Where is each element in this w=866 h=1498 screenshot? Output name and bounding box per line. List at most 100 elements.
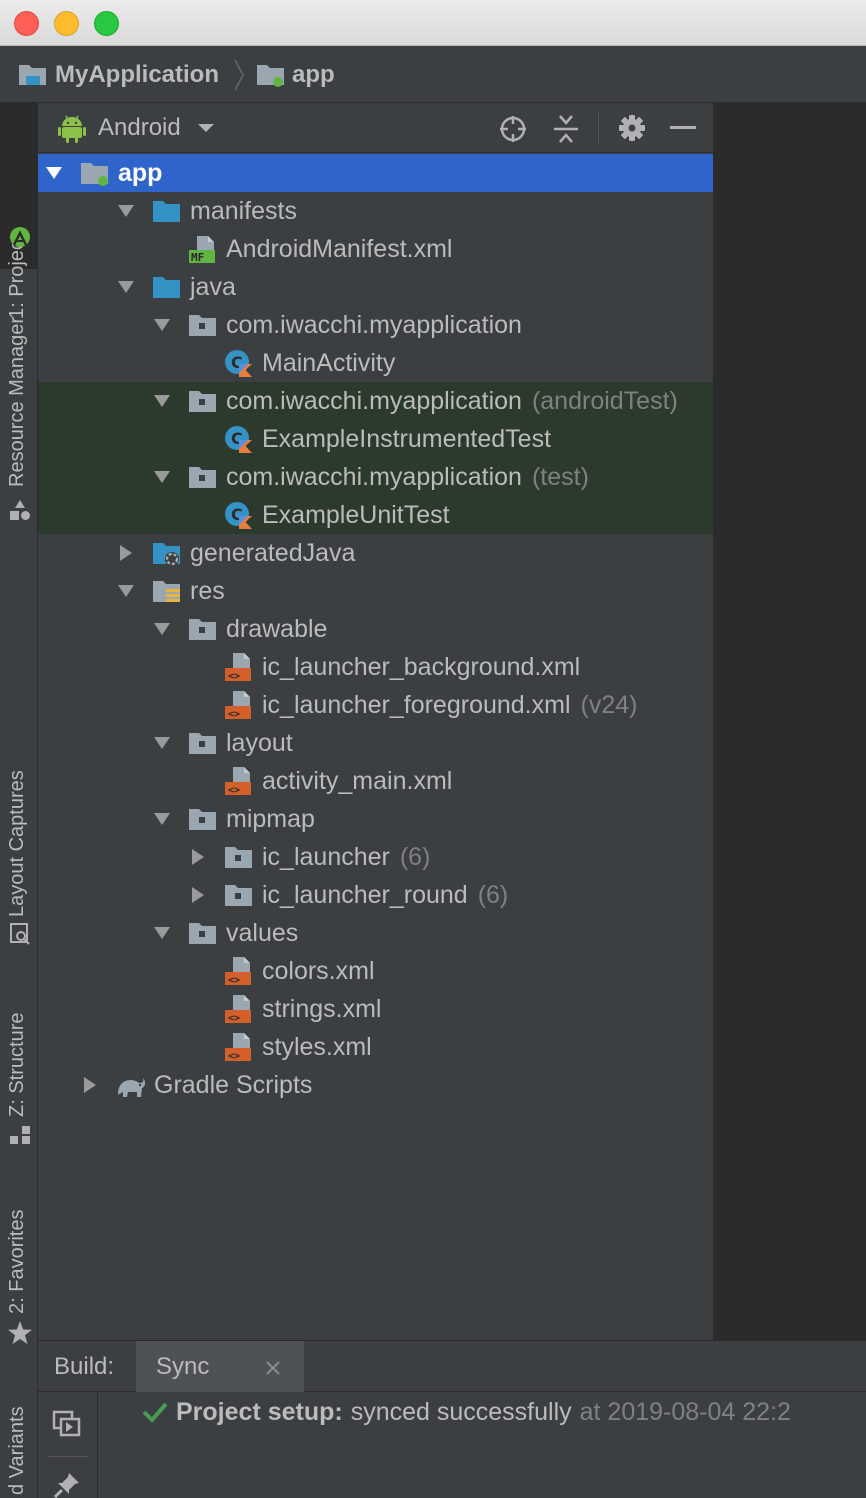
tree-item-res[interactable]: res [38,572,713,610]
zoom-window-button[interactable] [94,11,119,36]
package-icon [188,728,218,758]
tool-tab-resource-manager-label: Resource Manager [6,316,28,487]
tree-item-text: MainActivity [262,349,396,377]
tool-tab-structure-label: Z: Structure [6,1012,28,1117]
close-icon[interactable] [266,1361,280,1375]
tree-item-values[interactable]: values [38,914,713,952]
restart-icon[interactable] [52,1410,82,1438]
collapsed-arrow-icon[interactable] [188,876,208,914]
tool-tab-favorites[interactable]: 2: Favorites [0,1190,38,1350]
tree-item-label: strings.xml [262,990,381,1028]
minimize-panel-icon[interactable] [670,126,696,130]
expanded-arrow-icon[interactable] [152,306,172,344]
sync-status-line[interactable]: Project setup: synced successfully at 20… [142,1392,791,1432]
star-icon [8,1321,32,1344]
expanded-arrow-icon[interactable] [152,382,172,420]
tree-item-gradle-scripts[interactable]: Gradle Scripts [38,1066,713,1104]
sync-status-title: Project setup: [176,1397,343,1426]
tree-item-ic-launcher-round[interactable]: ic_launcher_round(6) [38,876,713,914]
tree-item-text: manifests [190,197,297,225]
close-window-button[interactable] [14,11,39,36]
tree-item-text: com.iwacchi.myapplication [226,311,522,339]
tool-tab-layout-captures[interactable]: Layout Captures [0,745,38,950]
expanded-arrow-icon[interactable] [116,192,136,230]
structure-icon [10,1126,30,1144]
expanded-arrow-icon[interactable] [44,154,64,192]
tree-item-drawable[interactable]: drawable [38,610,713,648]
gear-icon[interactable] [618,114,646,142]
android-icon [58,115,86,143]
expanded-arrow-icon[interactable] [152,914,172,952]
pin-icon[interactable] [54,1472,80,1498]
tree-item-styles[interactable]: <>styles.xml [38,1028,713,1066]
xml-icon: <> [224,766,254,796]
svg-text:<>: <> [228,785,240,796]
tree-item-ic-launcher-foreground[interactable]: <>ic_launcher_foreground.xml(v24) [38,686,713,724]
svg-text:<>: <> [228,1013,240,1024]
tree-item-colors[interactable]: <>colors.xml [38,952,713,990]
tree-item-label: generatedJava [190,534,355,572]
tree-item-generatedjava[interactable]: generatedJava [38,534,713,572]
tree-item-package-test[interactable]: com.iwacchi.myapplication(test) [38,458,713,496]
tree-item-text: styles.xml [262,1033,372,1061]
tree-item-label: app [118,154,162,192]
tree-item-layout[interactable]: layout [38,724,713,762]
locate-icon[interactable] [498,114,528,144]
tree-item-manifests[interactable]: manifests [38,192,713,230]
tree-item-label: ic_launcher_round(6) [262,876,508,914]
collapsed-arrow-icon[interactable] [116,534,136,572]
collapsed-arrow-icon[interactable] [80,1066,100,1104]
breadcrumb-module-label: app [292,61,335,88]
editor-area [713,103,866,1340]
tree-item-label: ic_launcher_foreground.xml(v24) [262,686,637,724]
tree-item-text: ic_launcher_round [262,881,468,909]
collapsed-arrow-icon[interactable] [188,838,208,876]
tool-tab-structure[interactable]: Z: Structure [0,995,38,1150]
test-sources-highlight [38,382,713,534]
expanded-arrow-icon[interactable] [152,800,172,838]
tree-item-suffix: (test) [531,463,589,491]
expanded-arrow-icon[interactable] [152,724,172,762]
expanded-arrow-icon[interactable] [116,268,136,306]
collapse-all-icon[interactable] [552,114,580,144]
project-panel-header: Android [38,103,713,153]
tree-item-package-main[interactable]: com.iwacchi.myapplication [38,306,713,344]
expanded-arrow-icon[interactable] [116,572,136,610]
breadcrumb-module[interactable]: app [256,47,335,103]
tree-item-ic-launcher-background[interactable]: <>ic_launcher_background.xml [38,648,713,686]
tree-item-app[interactable]: app [38,154,713,192]
tool-tab-project[interactable]: 1: Project [0,103,38,319]
tree-item-activity-main[interactable]: <>activity_main.xml [38,762,713,800]
build-tab-sync[interactable]: Sync [136,1341,304,1393]
tool-tab-favorites-label: 2: Favorites [6,1209,28,1314]
package-icon [224,842,254,872]
tool-tab-resource-manager[interactable]: Resource Manager [0,290,38,530]
tree-item-mipmap[interactable]: mipmap [38,800,713,838]
tree-item-label: ic_launcher_background.xml [262,648,580,686]
minimize-window-button[interactable] [54,11,79,36]
package-icon [188,386,218,416]
tool-tab-build-variants[interactable]: d Variants [0,1385,38,1498]
view-selector-dropdown[interactable]: Android [58,103,215,153]
breadcrumb-project-label: MyApplication [55,61,220,88]
tree-item-package-androidtest[interactable]: com.iwacchi.myapplication(androidTest) [38,382,713,420]
tree-item-java[interactable]: java [38,268,713,306]
tree-item-text: values [226,919,299,947]
xml-icon: <> [224,994,254,1024]
expanded-arrow-icon[interactable] [152,610,172,648]
tree-item-strings[interactable]: <> strings.xml [38,990,713,1028]
layout-captures-icon [10,923,30,945]
breadcrumb-project[interactable]: MyApplication [18,47,219,103]
module-icon [80,158,110,188]
tree-item-label: Gradle Scripts [154,1066,312,1104]
package-icon [188,614,218,644]
tree-item-text: java [190,273,236,301]
tree-item-ic-launcher[interactable]: ic_launcher(6) [38,838,713,876]
kotlin-icon: C [224,500,254,530]
expanded-arrow-icon[interactable] [152,458,172,496]
module-folder-icon [257,65,284,87]
